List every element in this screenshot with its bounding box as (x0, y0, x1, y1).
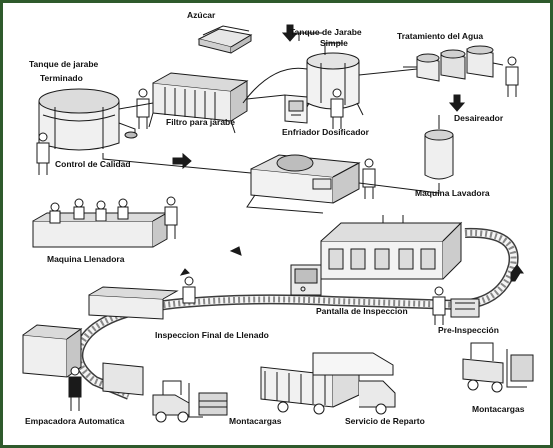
label-automatic-packer: Empacadora Automatica (25, 416, 125, 426)
label-simple-syrup-tank-2: Simple (320, 38, 348, 48)
label-water-treatment: Tratamiento del Agua (397, 31, 484, 41)
worker-filling-supervisor (164, 196, 178, 239)
label-syrup-filter: Filtro para jarabe (166, 117, 235, 127)
label-simple-syrup-tank: Tanque de Jarabe (290, 27, 362, 37)
inspection-screen (290, 264, 322, 296)
final-inspection-station (88, 276, 196, 320)
process-illustration (22, 24, 534, 423)
forklift-right (462, 342, 534, 393)
filling-machine (320, 215, 463, 280)
forklift-left (152, 380, 228, 423)
label-finished-syrup-tank: Tanque de jarabe (29, 59, 99, 69)
pre-inspection-station (432, 286, 480, 325)
worker-cooler (330, 88, 344, 129)
label-cooler-dosifier: Enfriador Dosificador (282, 127, 369, 137)
washing-machine (246, 154, 361, 214)
deaerator-tank (424, 115, 454, 180)
label-final-fill-inspection: Inspeccion Final de Llenado (155, 330, 269, 340)
worker-water-treatment (505, 56, 519, 97)
delivery-trucks (260, 352, 396, 415)
automatic-packer (22, 324, 144, 396)
sugar-sacks (197, 25, 253, 54)
label-finished-syrup-tank-2: Terminado (40, 73, 83, 83)
label-deaerator: Desaireador (454, 113, 504, 123)
water-treatment-units (403, 45, 504, 82)
worker-quality-control (36, 132, 50, 175)
label-pre-inspection: Pre-Inspección (438, 325, 499, 335)
flow-arrows (172, 24, 524, 282)
label-inspection-screen: Pantalla de Inspeccion (316, 306, 408, 316)
syrup-filter-press (148, 72, 249, 134)
diagram-canvas: Azúcar Tanque de Jarabe Simple Tratamien… (3, 3, 550, 445)
cooler-dosifier-panel (284, 94, 308, 124)
label-forklift-right: Montacargas (472, 404, 525, 414)
process-pipes (102, 32, 440, 194)
label-quality-control: Control de Calidad (55, 159, 131, 169)
label-washing-machine: Maquina Lavadora (415, 188, 490, 198)
worker-washer (362, 158, 376, 199)
worker-filter (136, 88, 150, 129)
finished-syrup-tank (38, 88, 138, 151)
label-filling-machine: Maquina Llenadora (47, 254, 125, 264)
simple-syrup-tank (302, 42, 364, 119)
bottle-conveyor (73, 227, 519, 400)
worker-packer (68, 366, 82, 411)
filling-station (32, 198, 169, 248)
label-forklift-left: Montacargas (229, 416, 282, 426)
label-sugar: Azúcar (187, 10, 216, 20)
label-delivery-service: Servicio de Reparto (345, 416, 425, 426)
